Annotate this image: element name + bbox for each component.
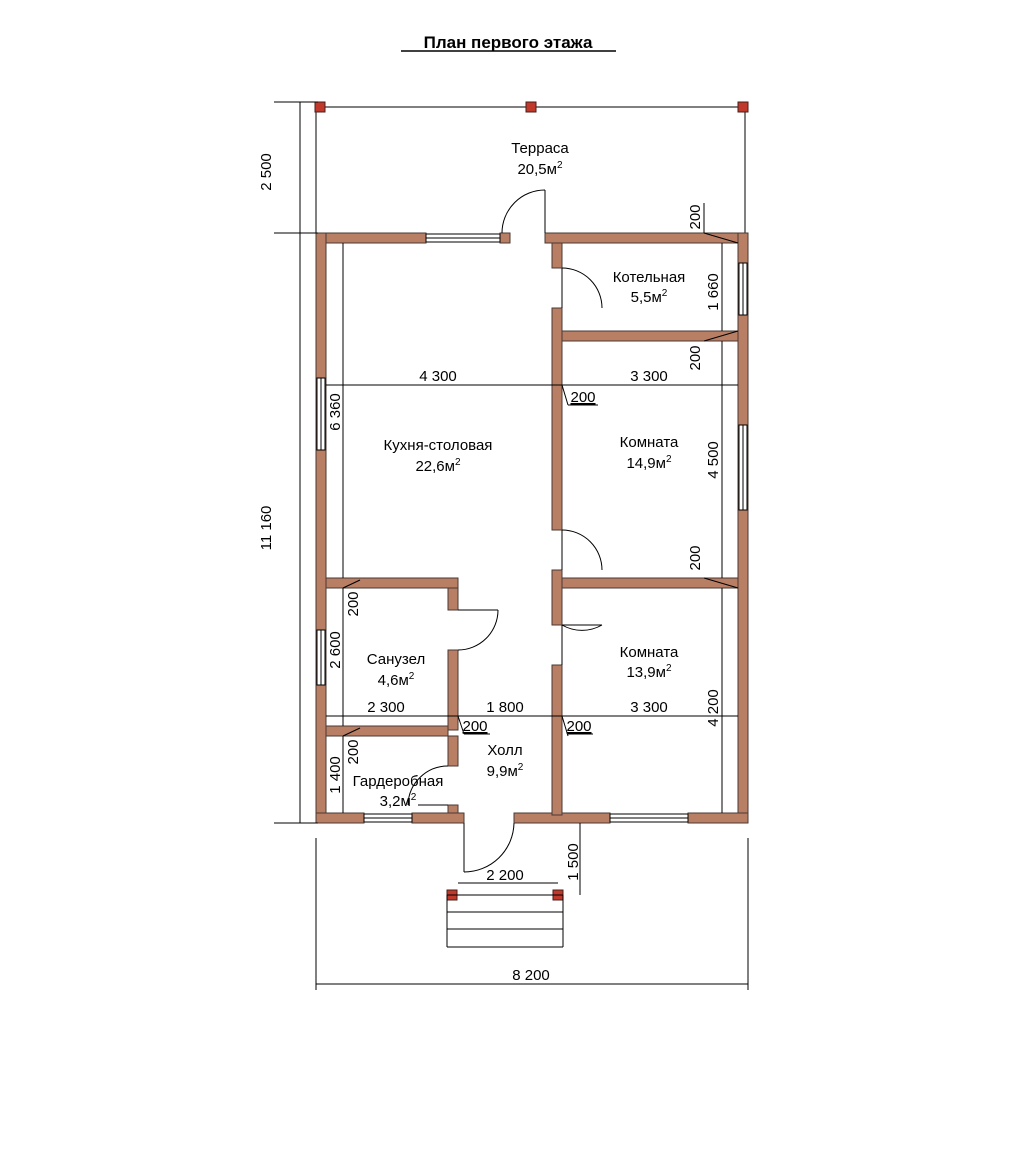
dim-11160: 11 160	[258, 506, 275, 551]
room-name: Терраса	[511, 140, 569, 157]
door-entrance	[463, 822, 515, 873]
windows	[316, 233, 748, 823]
room-name: Комната	[620, 644, 679, 661]
dim-2300: 2 300	[367, 699, 405, 716]
plan-title: План первого этажа	[424, 33, 593, 52]
room-name: Холл	[487, 742, 522, 759]
dim-200-wardrobe-top: 200	[345, 739, 362, 764]
room-name: Кухня-столовая	[384, 437, 493, 454]
dimension-lines	[274, 101, 749, 990]
dim-200-boiler: 200	[687, 345, 704, 370]
room-boiler: Котельная 5,5м2	[613, 269, 686, 306]
room-area: 4,6м2	[378, 671, 415, 689]
room-room1: Комната 14,9м2	[620, 434, 679, 472]
walls	[315, 232, 749, 824]
post	[314, 101, 326, 113]
dim-200-terrace: 200	[687, 204, 704, 229]
dim-200-hall: 200	[462, 718, 487, 735]
dim-200-room1: 200	[687, 545, 704, 570]
window-top-kitchen	[425, 233, 501, 243]
dim-1800: 1 800	[486, 699, 524, 716]
room-bathroom: Санузел 4,6м2	[367, 651, 425, 689]
porch	[446, 894, 564, 948]
door-bathroom	[457, 609, 499, 651]
room-area: 3,2м2	[380, 792, 417, 810]
dim-1400: 1 400	[327, 756, 344, 794]
dim-6360: 6 360	[327, 393, 344, 431]
dim-8200: 8 200	[512, 967, 550, 984]
dim-200-center: 200	[570, 389, 595, 406]
room-area: 13,9м2	[626, 663, 672, 681]
door-room1	[561, 529, 603, 571]
window-right-room1	[738, 424, 748, 511]
window-bottom-wardrobe	[363, 813, 413, 823]
room-name: Котельная	[613, 269, 686, 286]
dim-2500: 2 500	[258, 153, 275, 191]
room-terrace: Терраса 20,5м2	[511, 140, 569, 178]
post	[525, 101, 537, 113]
room-area: 20,5м2	[517, 160, 563, 178]
room-name: Санузел	[367, 651, 425, 668]
dim-3300-bottom: 3 300	[630, 699, 668, 716]
room-area: 14,9м2	[626, 454, 672, 472]
dim-4500: 4 500	[705, 441, 722, 479]
room-area: 22,6м2	[415, 457, 461, 475]
door-terrace	[501, 189, 546, 234]
dim-1500: 1 500	[565, 843, 582, 881]
door-room2	[561, 624, 603, 665]
room-area: 5,5м2	[631, 288, 668, 306]
dim-4200: 4 200	[705, 689, 722, 727]
room-room2: Комната 13,9м2	[620, 644, 679, 681]
dim-2600: 2 600	[327, 631, 344, 669]
window-left-bathroom	[316, 629, 326, 686]
post	[737, 101, 749, 113]
window-bottom-room2	[609, 813, 689, 823]
room-name: Гардеробная	[353, 773, 444, 790]
dim-1660: 1 660	[705, 273, 722, 311]
room-name: Комната	[620, 434, 679, 451]
door-wardrobe	[407, 765, 449, 806]
room-wardrobe: Гардеробная 3,2м2	[353, 773, 444, 810]
door-boiler	[561, 267, 603, 309]
dim-3300-top: 3 300	[630, 368, 668, 385]
window-left-kitchen	[316, 377, 326, 451]
window-right-boiler	[738, 262, 748, 316]
dim-2200: 2 200	[486, 867, 524, 884]
room-hall: Холл 9,9м2	[487, 742, 524, 780]
room-kitchen: Кухня-столовая 22,6м2	[384, 437, 493, 475]
doors	[407, 189, 603, 873]
dim-200-room2: 200	[566, 718, 591, 735]
dim-4300: 4 300	[419, 368, 457, 385]
dim-200-bath-top: 200	[345, 591, 362, 616]
room-area: 9,9м2	[487, 762, 524, 780]
